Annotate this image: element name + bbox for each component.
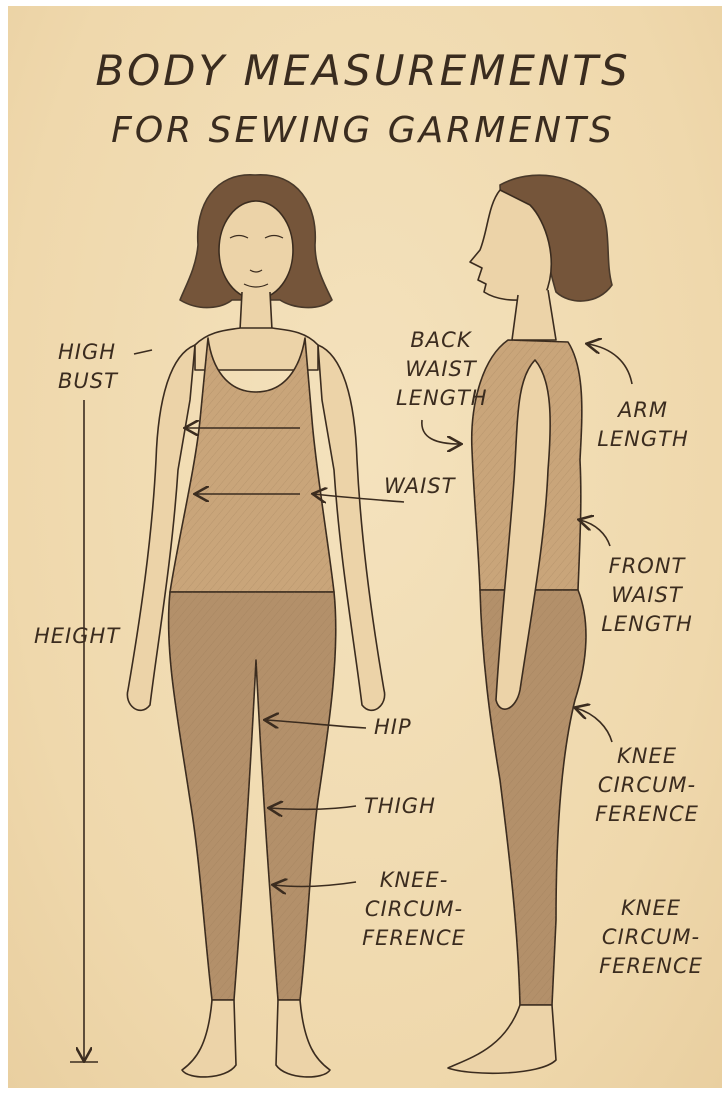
label-high-bust: HIGH BUST [58,338,118,396]
label-waist: WAIST [384,472,455,501]
high-bust-leader [134,350,152,354]
front-waist-arrow [580,520,610,546]
label-hip: HIP [374,713,412,742]
arm-length-arrow [588,344,632,384]
label-front-waist-length: FRONT WAIST LENGTH [592,552,702,639]
label-thigh: THIGH [364,792,436,821]
front-figure [127,175,384,1077]
label-side-knee-circumference-upper: KNEE CIRCUM- FERENCE [584,742,710,829]
label-back-waist-length: BACK WAIST LENGTH [396,326,486,413]
label-side-knee-circumference-lower: KNEE CIRCUM- FERENCE [588,894,714,981]
label-front-knee-circumference: KNEE- CIRCUM- FERENCE [354,866,474,953]
back-waist-arrow [422,420,460,444]
label-arm-length: ARM LENGTH [588,396,698,454]
front-face [219,201,293,299]
label-height: HEIGHT [34,622,120,651]
side-knee-arrow [576,708,612,742]
